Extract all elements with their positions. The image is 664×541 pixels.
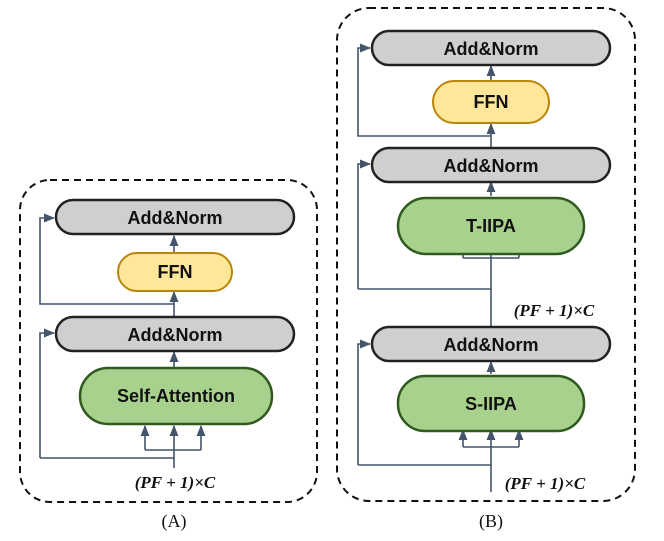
panel-b-lower-addnorm — [370, 325, 612, 363]
panel-b-caption: (B) — [479, 511, 503, 532]
panel-b-top-addnorm — [370, 29, 612, 67]
panel-b-upper-addnorm — [370, 146, 612, 184]
panel-a-input-dim: (PF + 1)×C — [135, 473, 216, 492]
panel-a-top-addnorm — [54, 198, 296, 236]
panel-a-top-addnorm-label: Add&Norm — [128, 208, 223, 228]
panel-a-self-attention — [78, 366, 274, 426]
panel-a-ffn-label: FFN — [158, 262, 193, 282]
panel-b-mid-dim: (PF + 1)×C — [514, 301, 595, 320]
panel-b-lower-addnorm-label: Add&Norm — [444, 335, 539, 355]
panel-b-s-iipa — [396, 374, 586, 433]
panel-b-frame — [336, 7, 636, 502]
panel-b-top-addnorm-label: Add&Norm — [444, 39, 539, 59]
panel-a: Add&Norm FFN Add&Norm Self-Attention (PF… — [19, 179, 318, 532]
panel-b-upper-addnorm-label: Add&Norm — [444, 156, 539, 176]
panel-b-t-iipa-label: T-IIPA — [466, 216, 516, 236]
panel-a-ffn — [117, 252, 233, 292]
panel-a-self-attention-label: Self-Attention — [117, 386, 235, 406]
panel-a-frame — [19, 179, 318, 503]
panel-b-t-iipa — [396, 196, 586, 256]
panel-b: Add&Norm FFN Add&Norm T-IIPA (PF + 1)×C … — [336, 7, 636, 532]
panel-b-ffn — [432, 80, 550, 124]
panel-b-input-dim: (PF + 1)×C — [505, 474, 586, 493]
panel-b-ffn-label: FFN — [474, 92, 509, 112]
panel-a-mid-addnorm — [54, 315, 296, 353]
panel-b-s-iipa-label: S-IIPA — [465, 394, 517, 414]
panel-a-connections — [39, 213, 206, 468]
panel-a-caption: (A) — [162, 511, 187, 532]
panel-a-mid-addnorm-label: Add&Norm — [128, 325, 223, 345]
